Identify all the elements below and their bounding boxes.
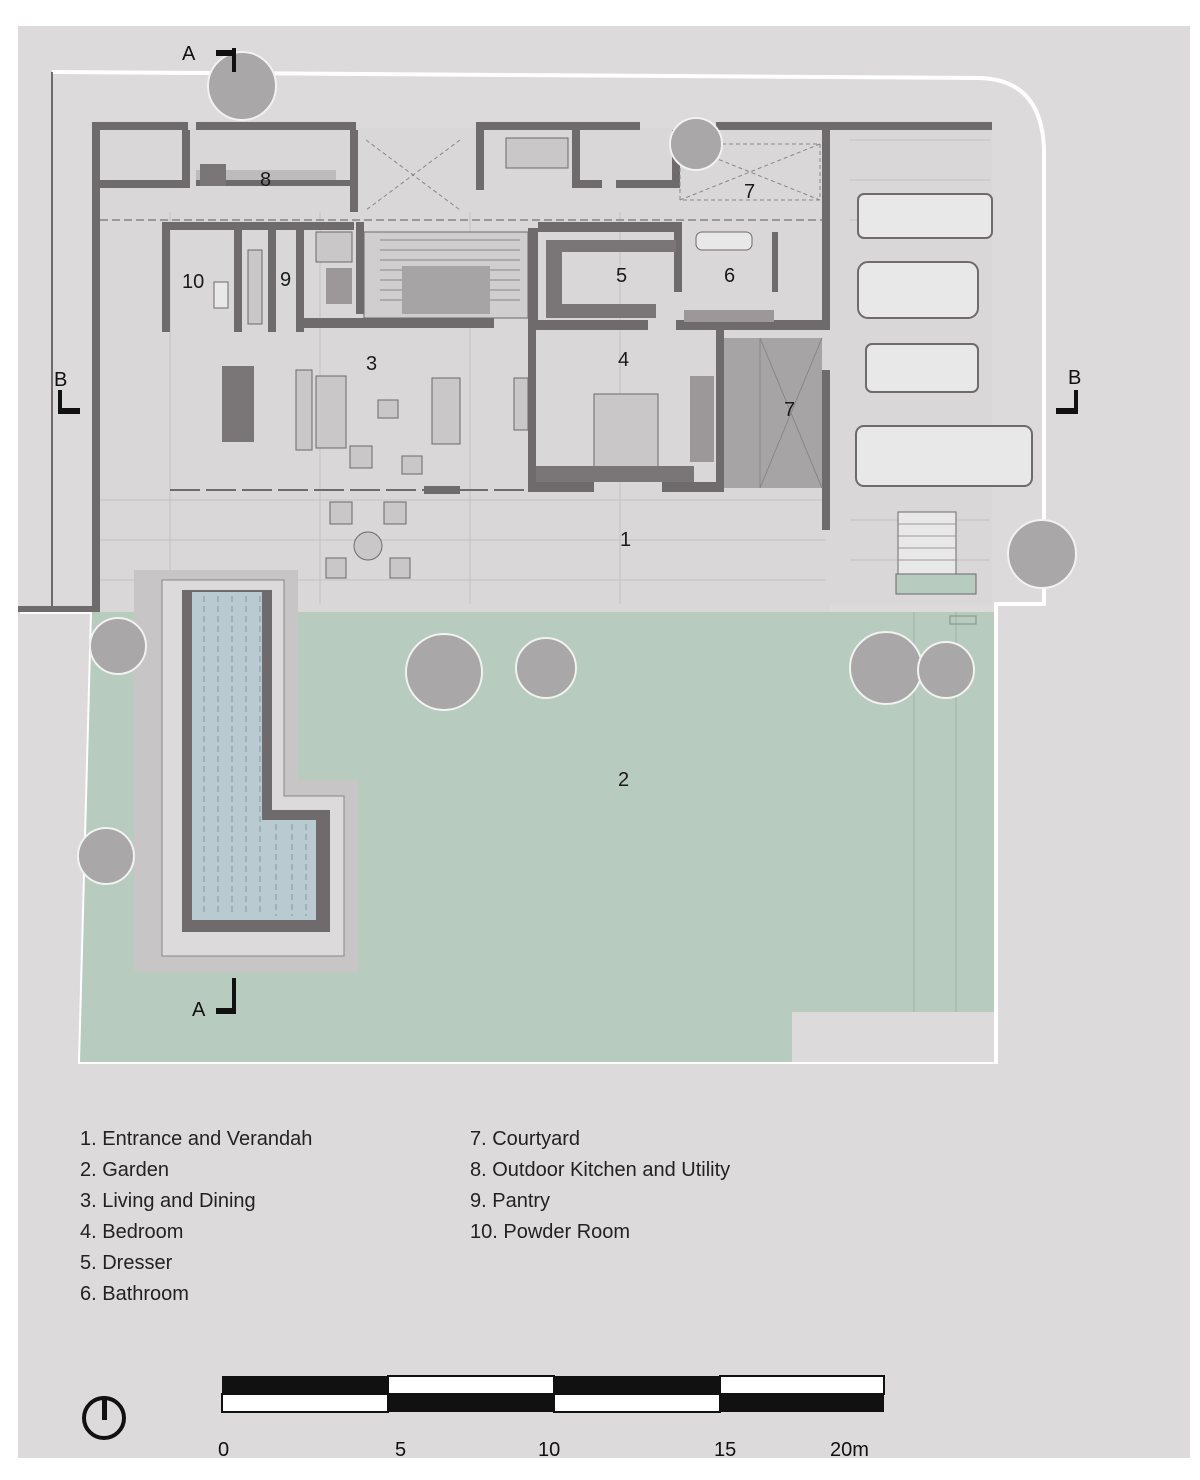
legend-left: 1. Entrance and Verandah 2. Garden 3. Li…: [80, 1124, 312, 1310]
tree-icon: [89, 617, 147, 675]
legend-item: 6. Bathroom: [80, 1283, 189, 1305]
dresser-unit: [546, 240, 676, 318]
room-label-2: 2: [618, 769, 629, 791]
legend-item: 4. Bedroom: [80, 1221, 184, 1243]
legend-item: 9. Pantry: [470, 1190, 551, 1212]
tree-icon: [405, 633, 483, 711]
car-2: [857, 261, 979, 319]
north-arrow-icon: [82, 1396, 126, 1440]
tree-icon: [207, 51, 277, 121]
scale-bar: [221, 1375, 885, 1413]
legend-right: 7. Courtyard 8. Outdoor Kitchen and Util…: [470, 1124, 730, 1248]
bed: [593, 393, 659, 473]
scale-label-5: 5: [395, 1439, 407, 1461]
room-label-8: 8: [260, 169, 271, 191]
room-label-10: 10: [182, 271, 204, 293]
tree-icon: [77, 827, 135, 885]
legend-item: 8. Outdoor Kitchen and Utility: [470, 1159, 731, 1181]
bathtub: [695, 231, 753, 251]
dining-table: [222, 366, 254, 442]
plot-boundary: [20, 70, 1046, 1064]
floor-plan: A A B B 1 2 3 4 5 6 7 7 8 9 10: [18, 26, 1108, 1440]
tree-icon: [669, 117, 723, 171]
room-label-1: 1: [620, 529, 631, 551]
room-label-5: 5: [616, 265, 627, 287]
tree-icon: [849, 631, 923, 705]
room-label-9: 9: [280, 269, 291, 291]
drawing-sheet: A A B B 1 2 3 4 5 6 7 7 8 9 10: [18, 26, 1190, 1461]
room-label-4: 4: [618, 349, 629, 371]
section-marker-a-top: A: [182, 43, 196, 65]
tree-icon: [917, 641, 975, 699]
scale-label-20m: 20m: [830, 1439, 869, 1461]
room-label-7-top: 7: [744, 181, 755, 203]
legend-item: 7. Courtyard: [470, 1128, 581, 1150]
car-3: [865, 343, 979, 393]
house-floor: [92, 128, 830, 612]
room-label-6: 6: [724, 265, 735, 287]
section-marker-a-bottom: A: [192, 999, 206, 1021]
room-label-7: 7: [784, 399, 795, 421]
room-label-3: 3: [366, 353, 377, 375]
legend-item: 10. Powder Room: [470, 1221, 631, 1243]
scale-label-15: 15: [714, 1439, 737, 1461]
legend-item: 3. Living and Dining: [80, 1190, 256, 1212]
tree-icon: [515, 637, 577, 699]
legend-item: 2. Garden: [80, 1159, 169, 1181]
scale-label-0: 0: [218, 1439, 230, 1461]
scale-label-10: 10: [538, 1439, 561, 1461]
garden-notch: [792, 1012, 994, 1062]
car-4: [855, 425, 1033, 487]
legend-item: 1. Entrance and Verandah: [80, 1128, 313, 1150]
section-marker-b-left: B: [54, 369, 67, 391]
legend-item: 5. Dresser: [80, 1252, 173, 1274]
section-marker-b-right: B: [1068, 367, 1081, 389]
car-1: [857, 193, 993, 239]
tree-icon: [1007, 519, 1077, 589]
courtyard-inner: [724, 338, 822, 488]
